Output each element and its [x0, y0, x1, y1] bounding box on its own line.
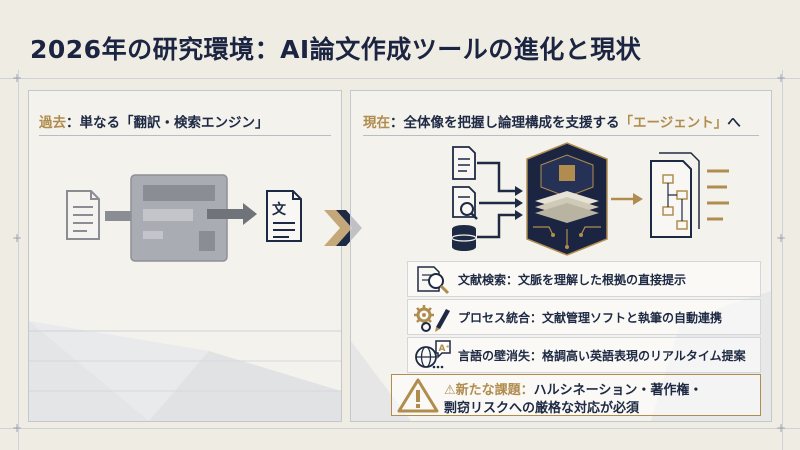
past-panel: 過去：単なる「翻訳・検索エンジン」 文: [28, 90, 342, 422]
grid-line: [0, 428, 800, 429]
page-title: 2026年の研究環境：AI論文作成ツールの進化と現状: [30, 35, 642, 64]
document-search-icon: [452, 186, 478, 220]
warning-body: ハルシネーション・著作権・: [533, 383, 703, 398]
ai-agent-chip-icon: [526, 142, 608, 256]
crosshair-mark: +: [12, 71, 23, 85]
crosshair-mark: +: [776, 231, 787, 245]
feature-row-process-integration: プロセス統合：文献管理ソフトと執筆の自動連携: [407, 299, 761, 335]
heading-rule: [39, 135, 331, 136]
past-label: 過去: [39, 115, 66, 131]
crosshair-mark: +: [776, 421, 787, 435]
present-heading: 現在：全体像を把握し論理構成を支援する「エージェント」へ: [363, 111, 741, 131]
globe-speech-icon: A⁺: [415, 340, 451, 369]
crosshair-mark: +: [12, 421, 23, 435]
warning-text-line-1: ⚠新たな課題：ハルシネーション・著作権・: [444, 379, 702, 398]
svg-text:A⁺: A⁺: [439, 344, 451, 354]
document-glyph: 文: [272, 201, 287, 218]
feature-text: プロセス統合：文献管理ソフトと執筆の自動連携: [458, 311, 723, 325]
warning-box: ⚠新たな課題：ハルシネーション・著作権・ 剽窃リスクへの厳格な対応が必須: [391, 374, 761, 416]
warning-label: 新たな課題：: [455, 383, 534, 398]
grid-line: [18, 70, 19, 450]
warning-mark: ⚠: [444, 383, 456, 398]
database-icon: [451, 225, 477, 251]
warning-text-line-2: 剽窃リスクへの厳格な対応が必須: [444, 401, 640, 416]
crosshair-mark: +: [12, 231, 23, 245]
heading-rule: [363, 135, 759, 136]
translated-document-icon: 文: [266, 190, 302, 242]
present-panel: 現在：全体像を把握し論理構成を支援する「エージェント」へ: [350, 90, 772, 422]
background-polygons: [29, 321, 341, 421]
grid-line: [782, 70, 783, 450]
input-document-icon: [66, 190, 100, 240]
present-text-after: へ: [727, 115, 741, 131]
past-text: ：単なる「翻訳・検索エンジン」: [66, 115, 269, 131]
structured-document-icon: [650, 152, 729, 238]
warning-triangle-icon: [397, 378, 439, 413]
arrow-right-icon: [207, 203, 257, 225]
past-heading: 過去：単なる「翻訳・検索エンジン」: [39, 111, 269, 131]
feature-row-literature-search: 文献検索：文脈を理解した根拠の直接提示: [407, 261, 761, 297]
document-icon: [452, 146, 476, 180]
magnifier-document-icon: [417, 266, 450, 295]
present-text: ：全体像を把握し論理構成を支援する: [390, 115, 620, 131]
arrow-right-icon: [611, 193, 643, 205]
agent-diagram: [451, 142, 729, 256]
grid-line: [0, 78, 800, 79]
crosshair-mark: +: [776, 71, 787, 85]
engine-machine-icon: [130, 174, 228, 262]
gear-pencil-icon: [414, 305, 450, 332]
feature-text: 言語の壁消失：格調高い英語表現のリアルタイム提案: [458, 349, 746, 363]
past-pipeline-diagram: 文: [66, 174, 302, 262]
present-highlight: 「エージェント」: [619, 115, 728, 131]
feature-row-language-barrier: A⁺ 言語の壁消失：格調高い英語表現のリアルタイム提案: [407, 337, 761, 373]
present-label: 現在: [363, 115, 390, 131]
feature-text: 文献検索：文脈を理解した根拠の直接提示: [458, 273, 687, 287]
